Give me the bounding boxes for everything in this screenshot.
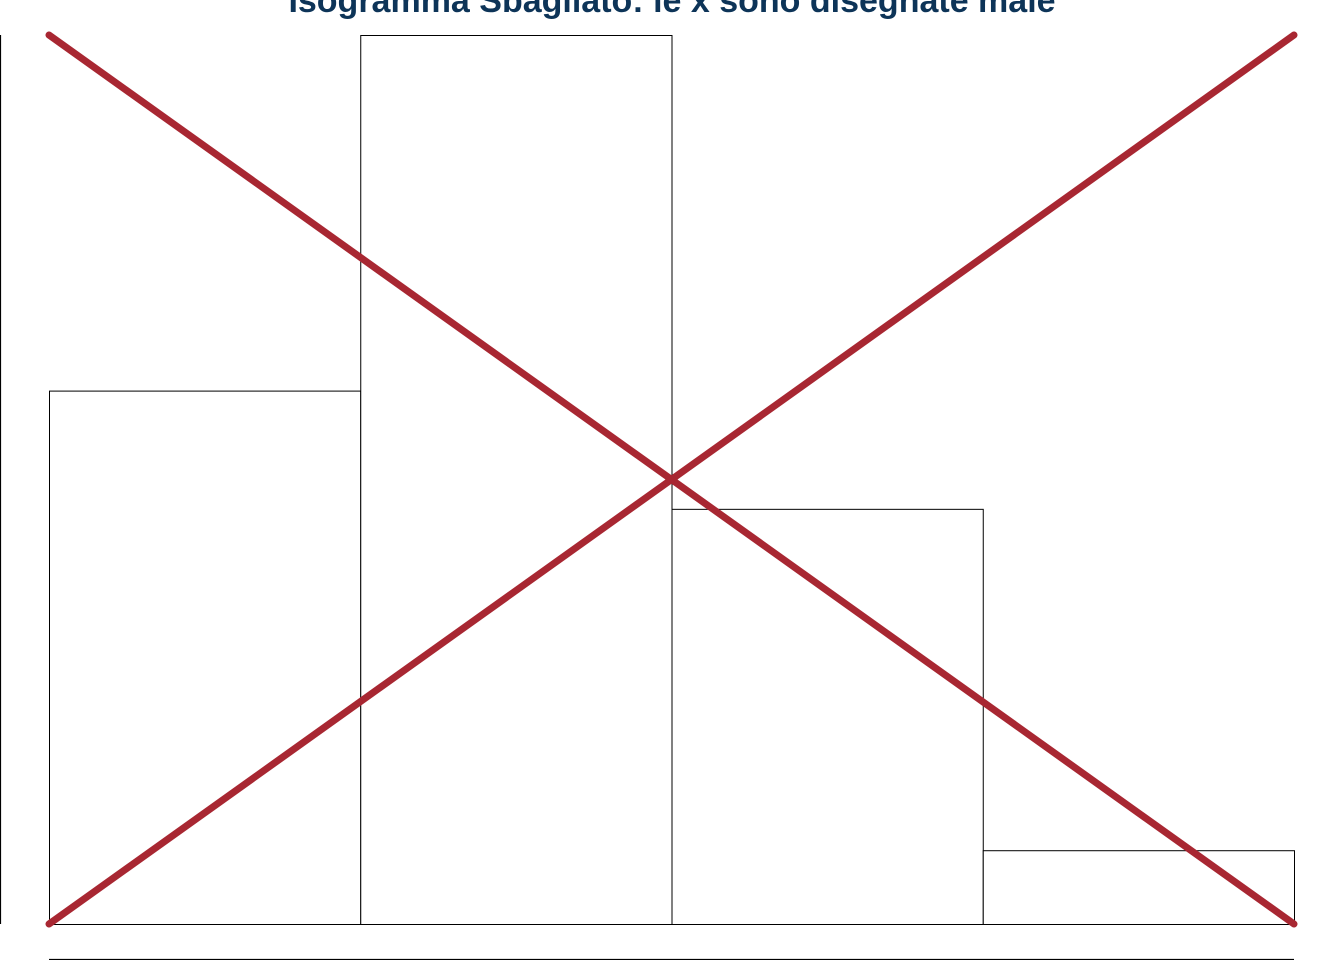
histogram-bar [49, 390, 362, 926]
bars [49, 35, 1295, 926]
chart-title: Isogramma Sbagliato: le x sono disegnate… [288, 0, 1056, 20]
histogram-bar [360, 35, 673, 925]
histogram-bar [671, 508, 984, 925]
cross-out-mark [45, 31, 1298, 928]
cross-line-ascending [45, 31, 1298, 928]
